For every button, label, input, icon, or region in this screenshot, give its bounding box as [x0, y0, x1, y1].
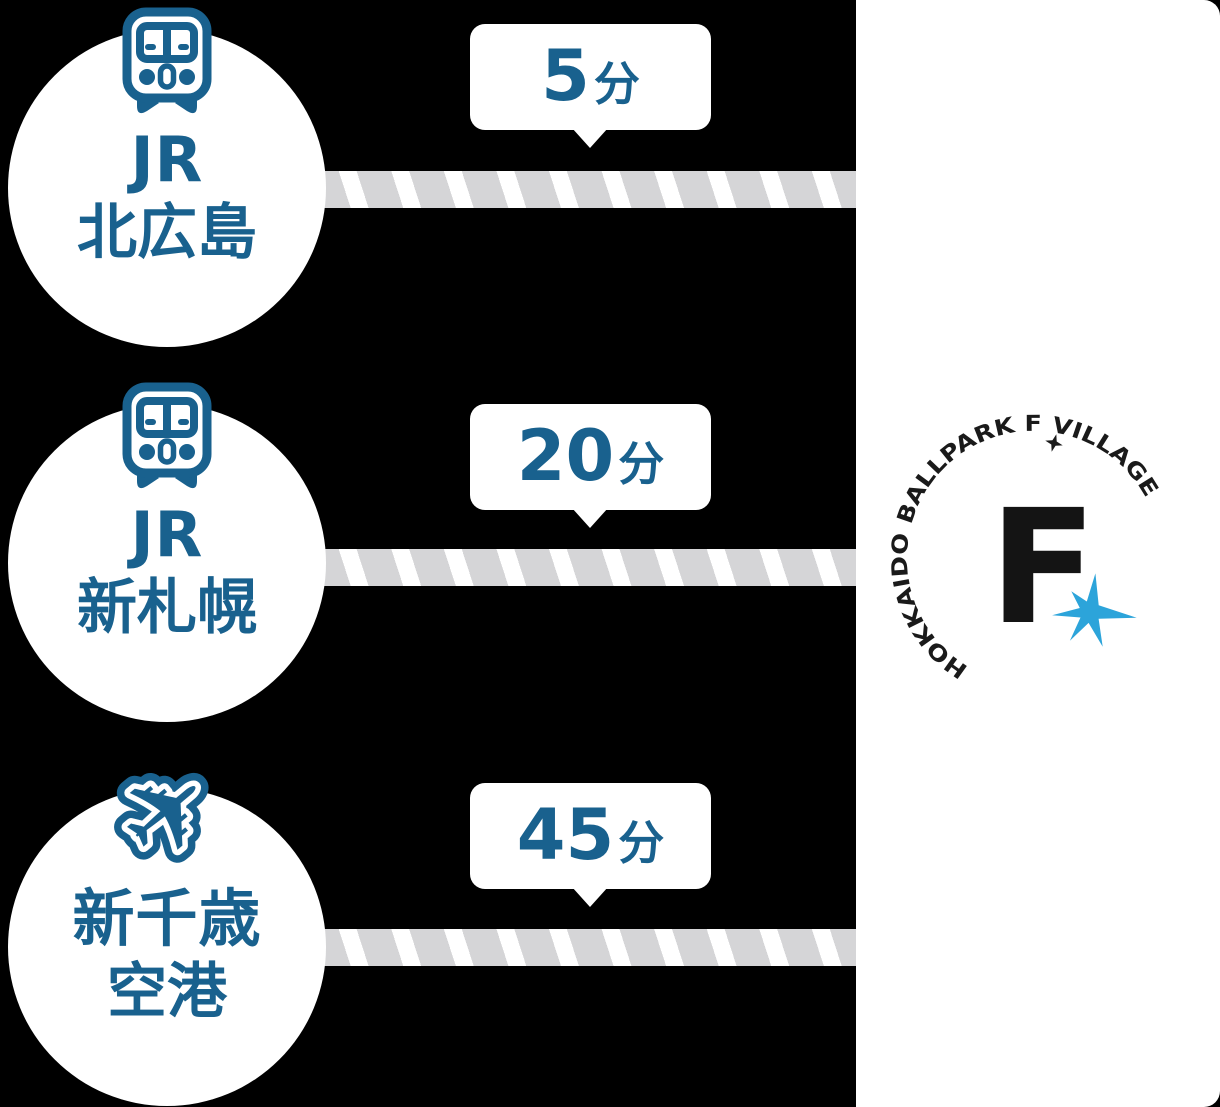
route-line-chitose — [316, 929, 856, 966]
station-name-line2: 空港 — [107, 957, 227, 1027]
duration-value: 20 — [516, 415, 615, 497]
station-circle-new-chitose-airport: ✈ ✈ ✈ 新千歳 空港 — [8, 724, 326, 1106]
duration-bubble-kitahiroshima: 5分 — [470, 24, 711, 148]
duration-value: 45 — [516, 794, 615, 876]
ring-star-icon — [1045, 434, 1063, 452]
sparkle-star-icon — [1052, 573, 1137, 647]
train-icon — [112, 380, 222, 498]
destination-panel: HOKKAIDO BALLPARK F VILLAGE F — [856, 0, 1220, 1107]
bubble-tail — [572, 508, 608, 528]
duration-unit: 分 — [618, 816, 665, 870]
bubble-tail — [572, 128, 608, 148]
train-icon — [112, 5, 222, 123]
station-name-line1: 新千歳 — [72, 882, 262, 955]
station-circle-jr-shinsapporo: JR 新札幌 — [8, 382, 326, 722]
route-line-shinsapporo — [316, 549, 856, 586]
logo-center-letter: F — [989, 476, 1097, 660]
fvillage-logo: HOKKAIDO BALLPARK F VILLAGE F — [888, 412, 1163, 683]
bubble-tail — [572, 887, 608, 907]
station-name-line2: 新札幌 — [77, 573, 257, 643]
duration-bubble-chitose: 45分 — [470, 783, 711, 907]
station-circle-jr-kitahiroshima: JR 北広島 — [8, 7, 326, 347]
airplane-icon: ✈ ✈ ✈ — [79, 724, 255, 904]
duration-bubble-shinsapporo: 20分 — [470, 404, 711, 528]
station-name-line2: 北広島 — [77, 198, 257, 268]
duration-value: 5 — [541, 35, 590, 117]
route-line-kitahiroshima — [316, 171, 856, 208]
svg-text:✈: ✈ — [92, 742, 242, 887]
station-name-line1: JR — [130, 498, 204, 571]
duration-unit: 分 — [618, 437, 665, 491]
duration-unit: 分 — [593, 57, 640, 111]
station-name-line1: JR — [130, 123, 204, 196]
